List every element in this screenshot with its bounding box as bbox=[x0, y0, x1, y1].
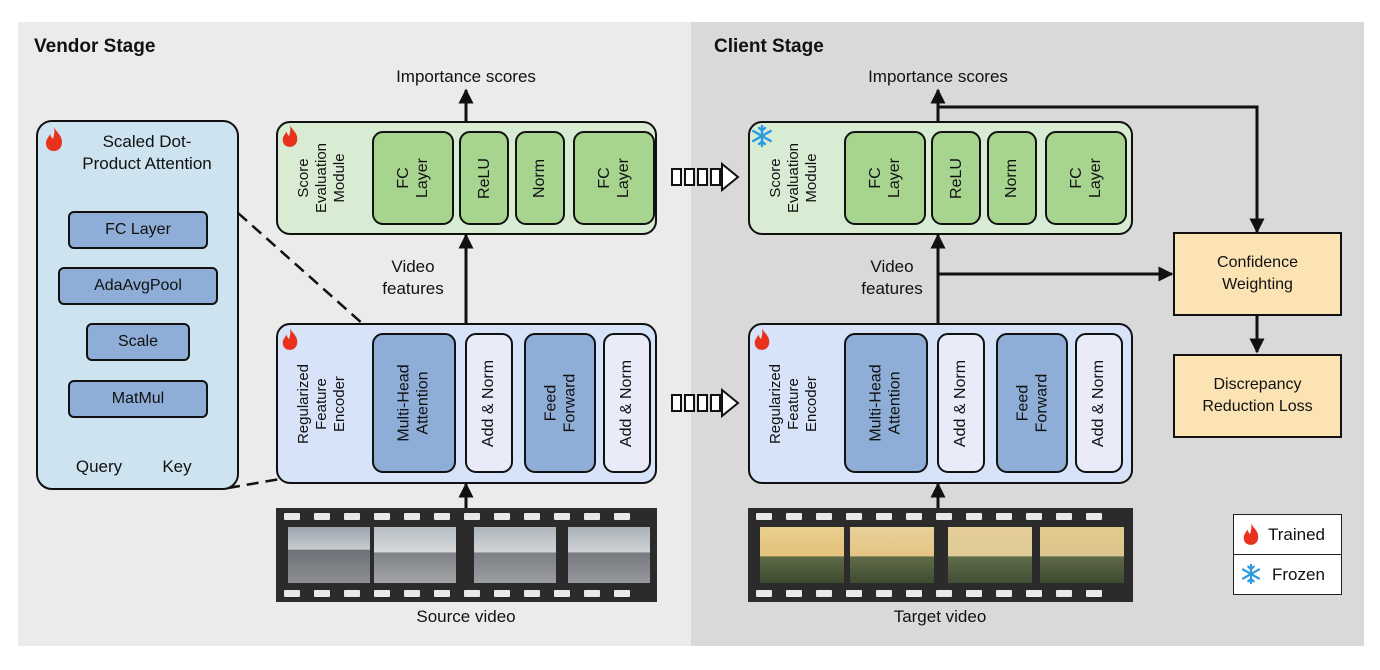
snowflake-icon bbox=[750, 124, 774, 153]
discrepancy-reduction-loss-box: Discrepancy Reduction Loss bbox=[1173, 354, 1342, 438]
vendor-norm: Norm bbox=[515, 131, 565, 225]
arrow-scores-to-confidence bbox=[938, 105, 1265, 234]
sdpa-matmul: MatMul bbox=[68, 380, 208, 418]
client-fc-layer-1: FC Layer bbox=[844, 131, 926, 225]
vendor-relu: ReLU bbox=[459, 131, 509, 225]
client-norm: Norm bbox=[987, 131, 1037, 225]
sdpa-scale: Scale bbox=[86, 323, 190, 361]
vendor-fc-layer-2: FC Layer bbox=[573, 131, 655, 225]
flame-icon bbox=[752, 327, 772, 356]
sdpa-panel bbox=[36, 120, 239, 490]
target-video-filmstrip bbox=[748, 508, 1133, 602]
sdpa-adaavgpool: AdaAvgPool bbox=[58, 267, 218, 305]
flame-icon bbox=[280, 124, 300, 153]
client-encoder-title: Regularized Feature Encoder bbox=[767, 363, 821, 444]
dashed-zoom-line-top bbox=[237, 212, 374, 334]
sdpa-title: Scaled Dot- Product Attention bbox=[82, 132, 212, 173]
client-score-module-title: Score Evaluation Module bbox=[767, 142, 820, 214]
target-video-label: Target video bbox=[893, 607, 987, 626]
vendor-encoder-title: Regularized Feature Encoder bbox=[295, 363, 349, 444]
source-video-filmstrip bbox=[276, 508, 657, 602]
legend-frozen-label: Frozen bbox=[1272, 565, 1325, 584]
target-frame-1 bbox=[760, 527, 844, 583]
vendor-fc-layer-1: FC Layer bbox=[372, 131, 454, 225]
confidence-weighting-box: Confidence Weighting bbox=[1173, 232, 1342, 316]
snowflake-icon bbox=[1240, 563, 1262, 590]
client-relu: ReLU bbox=[931, 131, 981, 225]
flame-icon bbox=[280, 327, 300, 356]
transfer-arrow-encoder bbox=[671, 387, 740, 419]
vendor-add-norm-2: Add & Norm bbox=[603, 333, 651, 473]
sdpa-fc-layer: FC Layer bbox=[68, 211, 208, 249]
transfer-arrow-score bbox=[671, 161, 740, 193]
vendor-importance-label: Importance scores bbox=[396, 67, 536, 86]
vendor-feed-forward: Feed Forward bbox=[524, 333, 596, 473]
legend-trained-label: Trained bbox=[1268, 525, 1326, 544]
flame-icon bbox=[1241, 522, 1261, 551]
vendor-stage-title: Vendor Stage bbox=[34, 36, 156, 57]
client-feed-forward: Feed Forward bbox=[996, 333, 1068, 473]
legend-divider bbox=[1233, 554, 1342, 555]
sdpa-key-label: Key bbox=[162, 457, 192, 476]
client-add-norm-1: Add & Norm bbox=[937, 333, 985, 473]
source-frame-3 bbox=[474, 527, 556, 583]
source-video-label: Source video bbox=[416, 607, 516, 626]
client-add-norm-2: Add & Norm bbox=[1075, 333, 1123, 473]
client-features-label: Video features bbox=[861, 257, 923, 298]
client-importance-label: Importance scores bbox=[868, 67, 1008, 86]
target-frame-3 bbox=[948, 527, 1032, 583]
source-frame-1 bbox=[288, 527, 370, 583]
client-fc-layer-2: FC Layer bbox=[1045, 131, 1127, 225]
client-stage-title: Client Stage bbox=[714, 36, 824, 57]
vendor-multi-head-attention: Multi-Head Attention bbox=[372, 333, 456, 473]
sdpa-query-label: Query bbox=[75, 457, 123, 476]
target-frame-4 bbox=[1040, 527, 1124, 583]
flame-icon bbox=[43, 126, 65, 157]
vendor-score-module-title: Score Evaluation Module bbox=[295, 142, 348, 214]
source-frame-2 bbox=[374, 527, 456, 583]
client-multi-head-attention: Multi-Head Attention bbox=[844, 333, 928, 473]
source-frame-4 bbox=[568, 527, 650, 583]
target-frame-2 bbox=[850, 527, 934, 583]
vendor-add-norm-1: Add & Norm bbox=[465, 333, 513, 473]
vendor-features-label: Video features bbox=[382, 257, 444, 298]
